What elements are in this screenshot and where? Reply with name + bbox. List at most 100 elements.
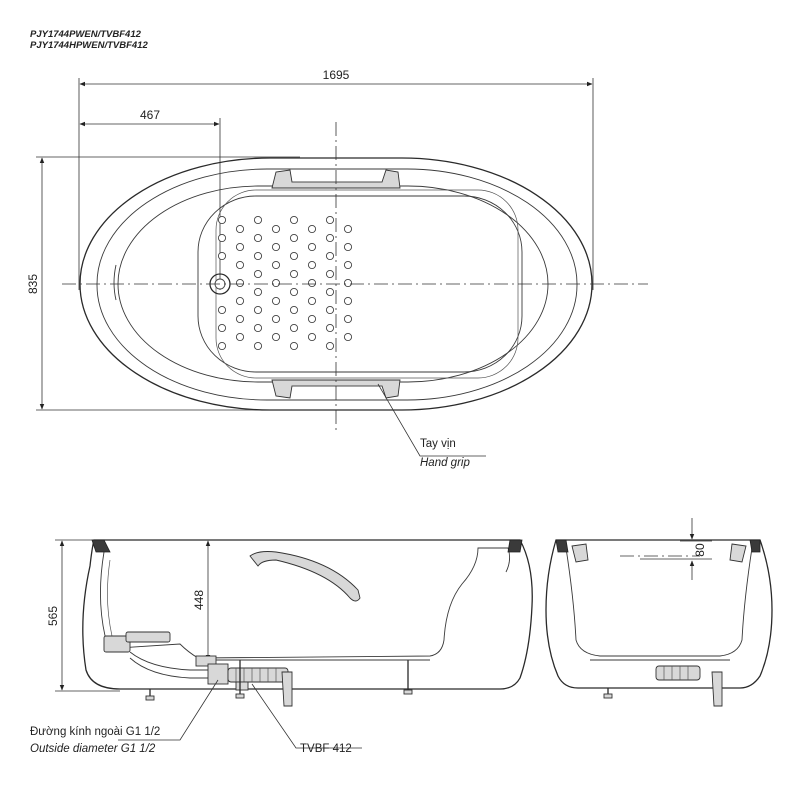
overflow-slot — [113, 264, 117, 301]
anti-slip-dot — [325, 251, 335, 261]
anti-slip-dot-pattern — [217, 215, 353, 351]
anti-slip-dot — [271, 242, 281, 252]
hand-grip-label-en: Hand grip — [420, 457, 470, 469]
anti-slip-dot — [235, 314, 245, 324]
top-view: 1695 467 835 — [26, 68, 648, 469]
end-view: 80 — [545, 518, 773, 707]
anti-slip-dot — [235, 224, 245, 234]
side-view: 565 448 — [30, 539, 533, 755]
anti-slip-dot — [307, 242, 317, 252]
anti-slip-dot — [289, 233, 299, 243]
anti-slip-dot — [325, 341, 335, 351]
tub-side-shell — [82, 539, 533, 690]
outside-diameter-label-en: Outside diameter G1 1/2 — [30, 743, 156, 755]
anti-slip-dot — [253, 269, 263, 279]
anti-slip-dot — [271, 260, 281, 270]
anti-slip-dot — [217, 251, 227, 261]
anti-slip-dot — [289, 215, 299, 225]
anti-slip-dot — [271, 314, 281, 324]
anti-slip-dot — [307, 314, 317, 324]
anti-slip-dot — [307, 224, 317, 234]
anti-slip-dot — [271, 224, 281, 234]
anti-slip-dot — [343, 278, 353, 288]
anti-slip-dot — [325, 215, 335, 225]
anti-slip-dot — [325, 233, 335, 243]
end-drain-pipe — [655, 665, 701, 681]
outside-diameter-leader — [118, 679, 219, 741]
anti-slip-dot — [253, 341, 263, 351]
anti-slip-dot — [325, 287, 335, 297]
anti-slip-dot — [271, 278, 281, 288]
dimension-length-label: 1695 — [323, 68, 350, 82]
outside-diameter-label-vi: Đường kính ngoài G1 1/2 — [30, 726, 160, 738]
hand-grip-side — [249, 551, 361, 602]
tub-end-inner-wall — [565, 547, 753, 657]
dimension-drain-offset-label: 467 — [140, 108, 160, 122]
end-rim-cap-right — [749, 539, 761, 553]
anti-slip-dot — [307, 332, 317, 342]
anti-slip-dot — [325, 269, 335, 279]
end-foot-left-pad — [603, 693, 613, 699]
anti-slip-dot — [307, 296, 317, 306]
anti-slip-dot — [289, 287, 299, 297]
hand-grip-leader — [377, 383, 486, 457]
rim-cap-left — [91, 539, 111, 553]
model-number-1: PJY1744PWEN/TVBF412 — [30, 29, 142, 40]
anti-slip-dot — [217, 341, 227, 351]
tub-end-shell — [545, 539, 773, 689]
anti-slip-dot — [217, 233, 227, 243]
anti-slip-dot — [235, 296, 245, 306]
anti-slip-dot — [307, 278, 317, 288]
anti-slip-dot — [289, 269, 299, 279]
anti-slip-dot — [271, 332, 281, 342]
anti-slip-dot — [289, 323, 299, 333]
model-number-2: PJY1744HPWEN/TVBF412 — [30, 40, 148, 51]
dimension-height-label: 565 — [46, 606, 60, 626]
hand-grip-top — [271, 169, 401, 189]
anti-slip-dot — [289, 305, 299, 315]
anti-slip-dot — [217, 323, 227, 333]
drain-assembly-tvbf412 — [195, 655, 293, 707]
dimension-width-label: 835 — [26, 274, 40, 294]
drain-model-leader — [251, 683, 362, 749]
anti-slip-dot — [253, 287, 263, 297]
anti-slip-dot — [235, 332, 245, 342]
anti-slip-dot — [235, 242, 245, 252]
anti-slip-dot — [253, 323, 263, 333]
anti-slip-dot — [253, 305, 263, 315]
overflow-assembly — [103, 631, 210, 679]
tub-inner-rim — [96, 168, 578, 401]
end-hand-grip-left — [571, 543, 589, 563]
anti-slip-dot — [343, 296, 353, 306]
anti-slip-dot — [271, 296, 281, 306]
anti-slip-dot — [289, 341, 299, 351]
anti-slip-dot — [253, 251, 263, 261]
dimension-depth-label: 448 — [192, 590, 206, 610]
anti-slip-dot — [343, 242, 353, 252]
anti-slip-dot — [343, 332, 353, 342]
anti-slip-dot — [235, 278, 245, 288]
end-drain-pipe-ribs — [663, 666, 689, 680]
anti-slip-dot — [253, 233, 263, 243]
anti-slip-dot — [343, 314, 353, 324]
end-rim-cap-left — [555, 539, 569, 553]
anti-slip-dot — [217, 215, 227, 225]
anti-slip-dot — [307, 260, 317, 270]
hand-grip-bottom — [271, 379, 401, 399]
drain-model-label: TVBF 412 — [300, 743, 352, 755]
tub-side-backrest-line — [107, 559, 113, 637]
end-hand-grip-right — [729, 543, 747, 563]
hand-grip-label-vi: Tay vịn — [420, 438, 456, 450]
anti-slip-dot — [217, 305, 227, 315]
anti-slip-dot — [325, 323, 335, 333]
tub-feet — [145, 659, 430, 701]
anti-slip-dot — [325, 305, 335, 315]
anti-slip-dot — [343, 260, 353, 270]
rim-cap-right — [507, 539, 523, 553]
anti-slip-dot — [343, 224, 353, 234]
anti-slip-dot — [253, 215, 263, 225]
end-drain-outlet — [711, 671, 723, 707]
dimension-rim-depth-label: 80 — [693, 543, 707, 557]
anti-slip-dot — [235, 260, 245, 270]
